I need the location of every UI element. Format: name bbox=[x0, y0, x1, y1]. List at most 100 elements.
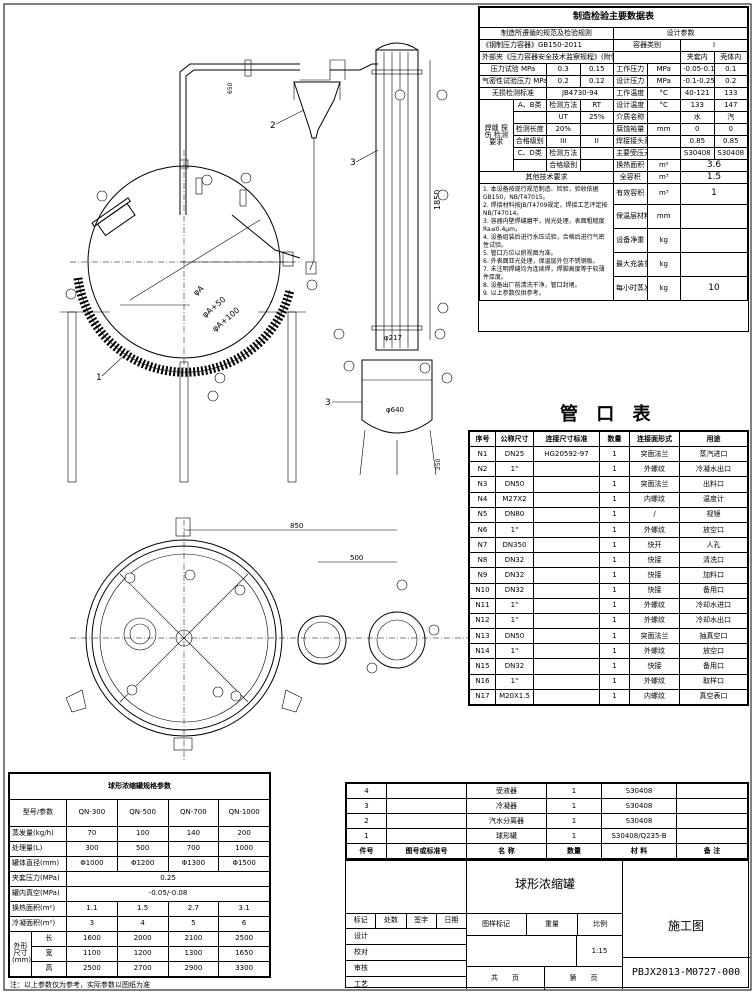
nozzle-cell: M20X1.5 bbox=[495, 688, 534, 706]
nozzle-header: 用途 bbox=[679, 430, 748, 448]
nozzle-cell: 突面法兰 bbox=[629, 628, 680, 645]
ndt-v: III bbox=[546, 135, 581, 148]
param-cell: 长 bbox=[31, 930, 67, 947]
note-line: 7. 未注明焊缝均为连续焊，焊脚高度等于较薄件厚度。 bbox=[483, 266, 605, 281]
spherical-tank-front-view: φA φA+50 φA+100 bbox=[60, 150, 306, 483]
param-cell: 夹套压力(MPa) bbox=[9, 870, 67, 887]
nozzle-cell bbox=[533, 506, 600, 523]
nozzle-cell: 清洗口 bbox=[679, 552, 748, 569]
nozzle-cell: 1" bbox=[495, 612, 534, 630]
dim-phiA: φA bbox=[192, 283, 206, 297]
nozzle-cell: N9 bbox=[469, 567, 496, 584]
ndt-b: 0.85 bbox=[713, 135, 748, 148]
spec-row-unit: MPa bbox=[646, 63, 681, 76]
param-cell: 2000 bbox=[116, 930, 169, 947]
nozzle-cell: 外螺纹 bbox=[629, 612, 680, 630]
parts-cell bbox=[676, 813, 748, 829]
ndt-param: 腐蚀裕量 bbox=[613, 123, 648, 136]
nozzle-cell: 1 bbox=[599, 643, 630, 660]
nozzle-cell: 突面法兰 bbox=[629, 476, 680, 493]
nozzle-header: 连接面形式 bbox=[629, 430, 680, 448]
param-row: 夹套压力(MPa)0.25 bbox=[9, 870, 270, 887]
parts-cell: S30408 bbox=[601, 813, 677, 829]
spec-u: kg bbox=[646, 227, 681, 253]
ndt-class bbox=[512, 111, 547, 124]
spec-row-param: 设计压力 bbox=[613, 75, 648, 88]
nozzle-cell: 外螺纹 bbox=[629, 461, 680, 478]
nozzle-cell bbox=[533, 612, 600, 630]
parts-cell: 1 bbox=[546, 783, 602, 799]
ndt-method: 检测方法 bbox=[546, 147, 581, 160]
param-cell: 5 bbox=[167, 915, 220, 932]
param-cell: 2500 bbox=[218, 930, 270, 947]
spec-row-a: -0.1-0.25 bbox=[680, 75, 715, 88]
spec-v: 1 bbox=[680, 183, 748, 205]
ndt-unit: mm bbox=[646, 123, 681, 136]
nozzle-cell: DN50 bbox=[495, 628, 534, 645]
ndt-a: S30408 bbox=[680, 147, 715, 160]
sheet-total: 共 页 bbox=[466, 967, 545, 990]
parts-header-cell: 备 注 bbox=[676, 843, 748, 859]
param-cell: 冷凝面积(m²) bbox=[9, 915, 67, 932]
param-row: 罐内真空(MPa)-0.05/-0.08 bbox=[9, 885, 270, 902]
nozzle-cell: DN32 bbox=[495, 567, 534, 584]
param-cell: Φ1500 bbox=[218, 855, 270, 872]
ndt-a: 水 bbox=[680, 111, 715, 124]
param-header: 型号/参数 bbox=[9, 799, 67, 827]
param-cell: 2700 bbox=[116, 960, 169, 978]
parts-cell: 1 bbox=[546, 828, 602, 844]
param-cell: 1.1 bbox=[66, 900, 118, 917]
spec-row-param: 工作压力 bbox=[613, 63, 648, 76]
parts-cell: 4 bbox=[346, 783, 387, 799]
spec-v bbox=[680, 227, 748, 253]
ndt-method: 检测长度 bbox=[512, 123, 547, 136]
spec-row-label: 无损检测标准 bbox=[479, 87, 547, 100]
spec-row-a: 40-121 bbox=[680, 87, 715, 100]
nozzle-cell: N11 bbox=[469, 597, 496, 614]
sign-head: 标记 bbox=[346, 913, 377, 928]
nozzle-cell: 1 bbox=[599, 552, 630, 569]
ndt-a: 0 bbox=[680, 123, 715, 136]
nozzle-cell: 1 bbox=[599, 476, 630, 493]
spec-row-v2: 0.15 bbox=[579, 63, 614, 76]
nozzle-table-title: 管 口 表 bbox=[560, 404, 657, 425]
nozzle-cell: 1 bbox=[599, 688, 630, 706]
note-line: 1. 本设备按现行规范制造、检验，验收依据GB150，NB/T47015。 bbox=[483, 186, 599, 201]
spec-u: kg bbox=[646, 251, 681, 277]
nozzle-cell: 放空口 bbox=[679, 643, 748, 660]
param-cell: 700 bbox=[167, 840, 220, 857]
role-label: 校对 bbox=[346, 945, 466, 961]
sign-head: 处数 bbox=[376, 913, 407, 928]
spec-v: 3.6 bbox=[680, 159, 748, 172]
nozzle-header: 连接尺寸标准 bbox=[533, 430, 600, 448]
param-header: QN-300 bbox=[66, 799, 118, 827]
nozzle-cell: 1 bbox=[599, 537, 630, 554]
nozzle-cell: 快接 bbox=[629, 582, 680, 599]
spec-k: 最大充装重量 bbox=[613, 251, 648, 277]
nozzle-cell: 出料口 bbox=[679, 476, 748, 493]
param-cell: Φ1200 bbox=[116, 855, 169, 872]
nozzle-cell bbox=[533, 658, 600, 675]
nozzle-cell: 人孔 bbox=[679, 537, 748, 554]
scale-value: 1:15 bbox=[591, 947, 608, 955]
spec-k: 全容积 bbox=[613, 171, 648, 184]
nozzle-cell: 抽真空口 bbox=[679, 628, 748, 645]
param-cell: 4 bbox=[116, 915, 169, 932]
nozzle-cell: 外螺纹 bbox=[629, 597, 680, 614]
spec-row-param: 工作温度 bbox=[613, 87, 648, 100]
note-line: 6. 外表面亚光处理，保温层外包不锈钢板。 bbox=[483, 258, 599, 265]
param-cell: 500 bbox=[116, 840, 169, 857]
spec-row-unit: °C bbox=[646, 87, 681, 100]
spec-row-v1: 0.2 bbox=[546, 75, 581, 88]
spec-row-b: 0.1 bbox=[713, 63, 748, 76]
part-no-3: 3 bbox=[350, 158, 356, 168]
ndt-method: 检测方法 bbox=[546, 99, 581, 112]
